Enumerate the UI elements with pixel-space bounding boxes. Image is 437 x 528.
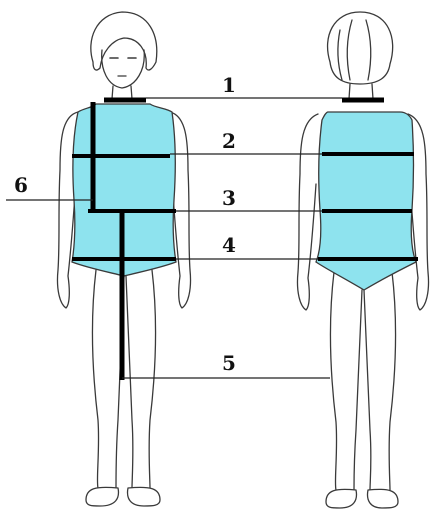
label-4: 4 [222, 233, 236, 257]
back-bodysuit [316, 112, 416, 290]
label-6: 6 [14, 173, 28, 197]
label-1: 1 [222, 73, 236, 97]
front-face [102, 50, 145, 88]
label-5: 5 [222, 351, 236, 375]
back-left-arm [297, 114, 318, 310]
label-3: 3 [222, 186, 236, 210]
back-legs [330, 272, 395, 490]
front-hair [91, 12, 157, 70]
back-neck [349, 84, 373, 99]
front-shoes [86, 487, 160, 506]
back-shoes [326, 489, 398, 508]
label-2: 2 [222, 129, 236, 153]
